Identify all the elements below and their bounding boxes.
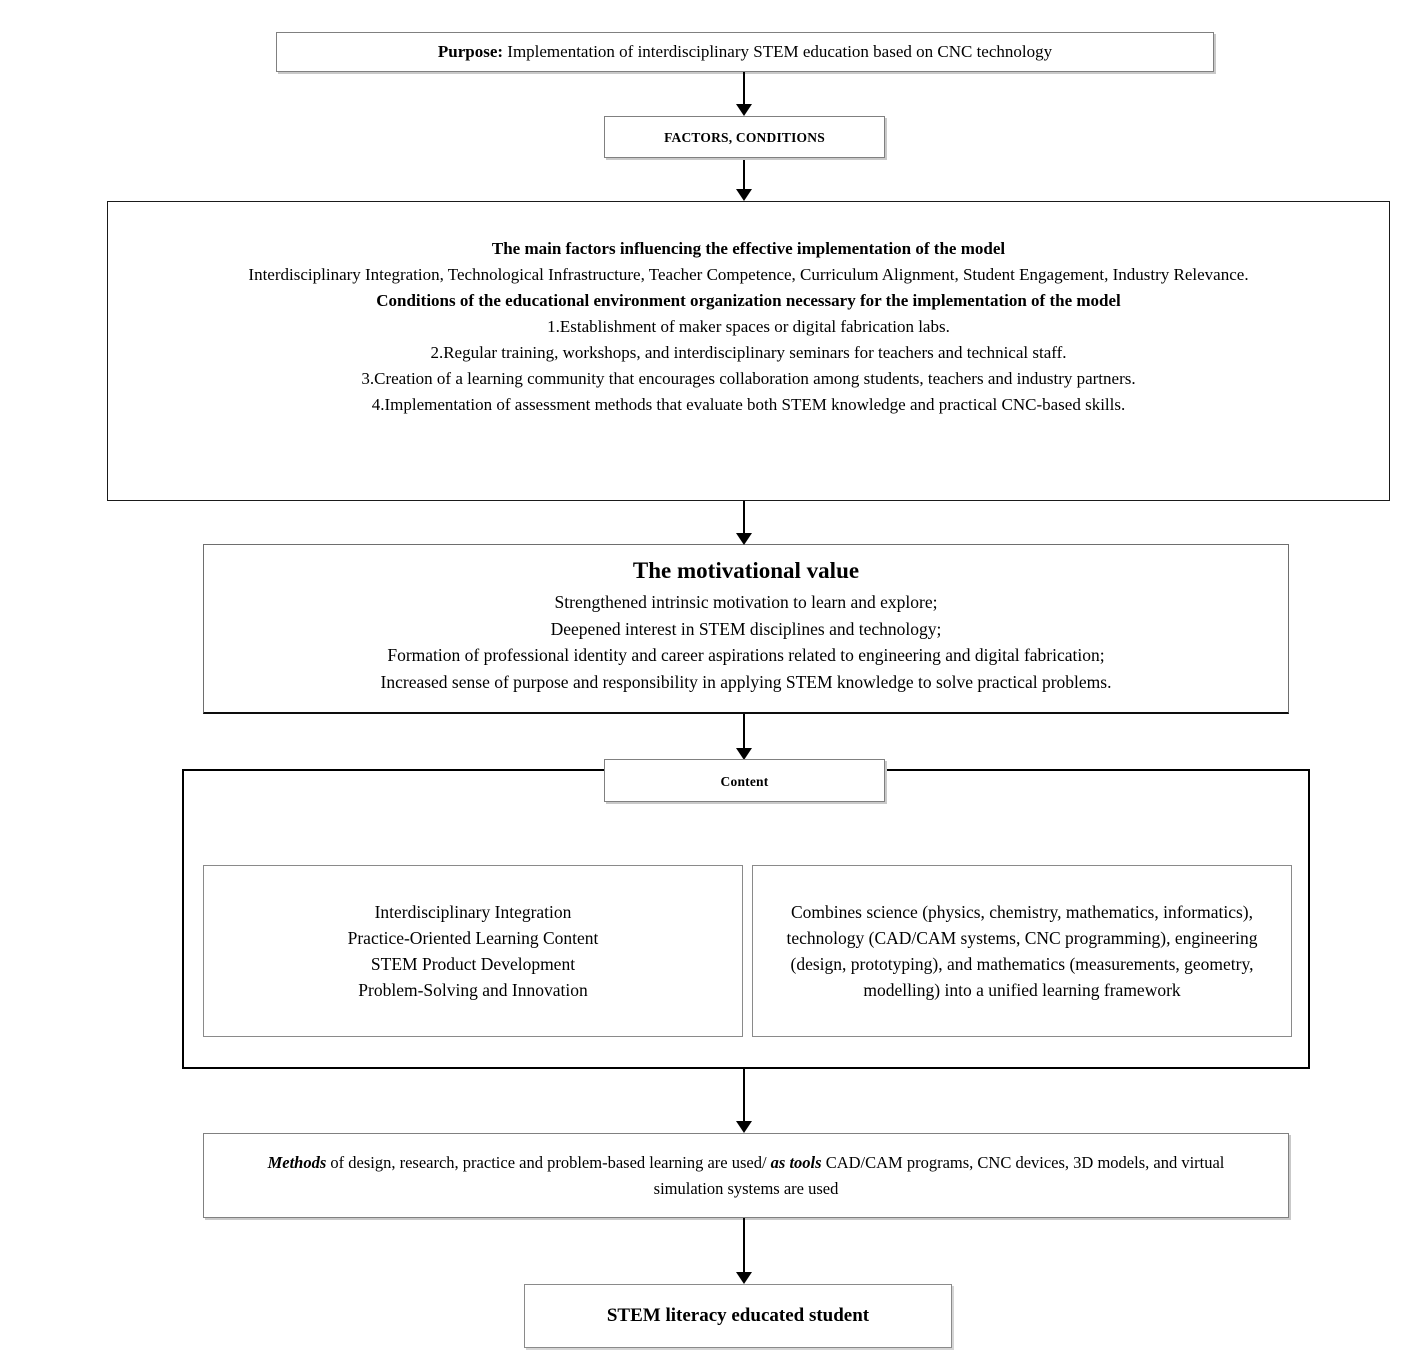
- motivational-title: The motivational value: [632, 558, 860, 583]
- content-left-item: STEM Product Development: [370, 954, 576, 974]
- methods-text-1: of design, research, practice and proble…: [326, 1152, 771, 1172]
- purpose-label: Purpose:: [437, 42, 504, 61]
- content-right-box: Combines science (physics, chemistry, ma…: [752, 865, 1292, 1037]
- outcome-label: STEM literacy educated student: [606, 1305, 870, 1326]
- condition-item: 4.Implementation of assessment methods t…: [371, 395, 1126, 414]
- methods-text-2: CAD/CAM programs, CNC devices, 3D models…: [653, 1152, 1225, 1198]
- factors-conditions-box: FACTORS, CONDITIONS: [604, 116, 885, 158]
- arrow-shaft: [743, 501, 745, 533]
- flow-arrow: [736, 714, 752, 760]
- content-left-item: Practice-Oriented Learning Content: [347, 928, 599, 948]
- condition-item: 1.Establishment of maker spaces or digit…: [547, 317, 950, 336]
- arrow-head-icon: [736, 533, 752, 545]
- purpose-box: Purpose: Implementation of interdiscipli…: [276, 32, 1214, 72]
- flow-arrow: [736, 1218, 752, 1284]
- content-left-box: Interdisciplinary Integration Practice-O…: [203, 865, 743, 1037]
- methods-text: Methods of design, research, practice an…: [234, 1150, 1258, 1202]
- arrow-head-icon: [736, 1121, 752, 1133]
- arrow-head-icon: [736, 189, 752, 201]
- content-left-item: Interdisciplinary Integration: [374, 902, 572, 922]
- content-right-text: Combines science (physics, chemistry, ma…: [786, 902, 1258, 1000]
- methods-keyword: Methods: [267, 1152, 327, 1172]
- methods-box: Methods of design, research, practice an…: [203, 1133, 1289, 1218]
- factors-conditions-label: FACTORS, CONDITIONS: [664, 130, 825, 145]
- motivational-item: Strengthened intrinsic motivation to lea…: [554, 592, 938, 612]
- arrow-head-icon: [736, 748, 752, 760]
- condition-item: 3.Creation of a learning community that …: [361, 369, 1136, 388]
- content-label-box: Content: [604, 759, 885, 802]
- conditions-heading: Conditions of the educational environmen…: [376, 291, 1121, 310]
- content-label: Content: [720, 774, 769, 789]
- arrow-shaft: [743, 1069, 745, 1121]
- arrow-shaft: [743, 1218, 745, 1272]
- tools-keyword: as tools: [770, 1152, 822, 1172]
- motivational-value-box: The motivational value Strengthened intr…: [203, 544, 1289, 714]
- condition-item: 2.Regular training, workshops, and inter…: [430, 343, 1067, 362]
- arrow-head-icon: [736, 104, 752, 116]
- outcome-box: STEM literacy educated student: [524, 1284, 952, 1348]
- arrow-shaft: [743, 158, 745, 189]
- factors-list-text: Interdisciplinary Integration, Technolog…: [248, 265, 1249, 284]
- arrow-shaft: [743, 714, 745, 748]
- arrow-shaft: [743, 72, 745, 104]
- flow-arrow: [736, 1069, 752, 1133]
- flow-arrow: [736, 72, 752, 116]
- flow-arrow: [736, 501, 752, 545]
- motivational-item: Formation of professional identity and c…: [387, 645, 1105, 665]
- factors-heading: The main factors influencing the effecti…: [491, 239, 1006, 258]
- main-factors-box: The main factors influencing the effecti…: [107, 201, 1390, 501]
- purpose-text: Implementation of interdisciplinary STEM…: [503, 42, 1053, 61]
- arrow-head-icon: [736, 1272, 752, 1284]
- motivational-item: Deepened interest in STEM disciplines an…: [550, 618, 942, 639]
- motivational-item: Increased sense of purpose and responsib…: [380, 671, 1112, 692]
- flow-arrow: [736, 158, 752, 201]
- content-left-item: Problem-Solving and Innovation: [358, 980, 588, 1000]
